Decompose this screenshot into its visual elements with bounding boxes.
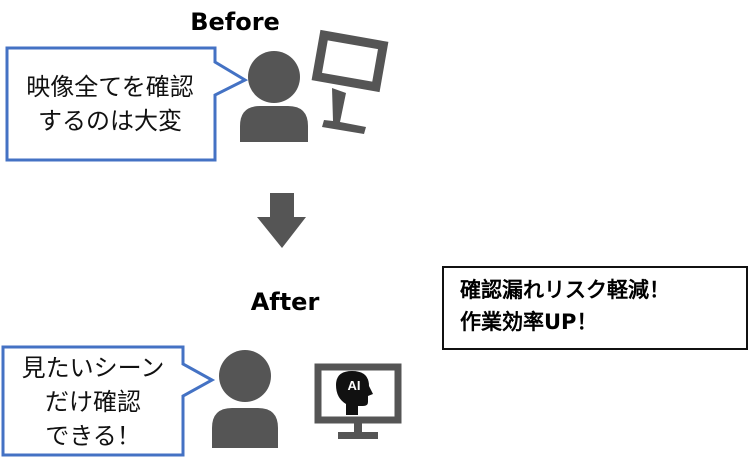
after-bubble-line-1: 見たいシーン xyxy=(21,354,165,382)
benefit-callout-text: 確認漏れリスク軽減！ 作業効率UP！ xyxy=(460,274,744,338)
before-person-icon xyxy=(240,51,308,142)
before-bubble-line-1: 映像全てを確認 xyxy=(26,73,194,101)
ai-badge-text: AI xyxy=(347,378,361,393)
ai-head-icon xyxy=(336,371,373,415)
after-heading: After xyxy=(250,288,320,316)
benefit-line-1: 確認漏れリスク軽減！ xyxy=(460,278,670,302)
after-speech-bubble xyxy=(1,345,216,457)
benefit-line-2: 作業効率UP！ xyxy=(460,310,598,334)
after-bubble-text: 見たいシーン だけ確認 できる！ xyxy=(6,351,180,453)
after-bubble-line-2: だけ確認 xyxy=(45,388,141,416)
before-heading: Before xyxy=(190,8,280,36)
after-bubble-line-3: できる！ xyxy=(45,422,141,450)
before-bubble-text: 映像全てを確認 するのは大変 xyxy=(10,70,210,138)
benefit-callout-box: 確認漏れリスク軽減！ 作業効率UP！ xyxy=(442,266,748,350)
before-speech-bubble xyxy=(5,46,249,162)
after-monitor-icon xyxy=(314,363,402,439)
after-person-icon xyxy=(212,350,278,448)
arrow-down-icon xyxy=(257,193,306,248)
before-bubble-line-2: するのは大変 xyxy=(38,107,182,135)
before-monitor-icon xyxy=(311,29,389,134)
